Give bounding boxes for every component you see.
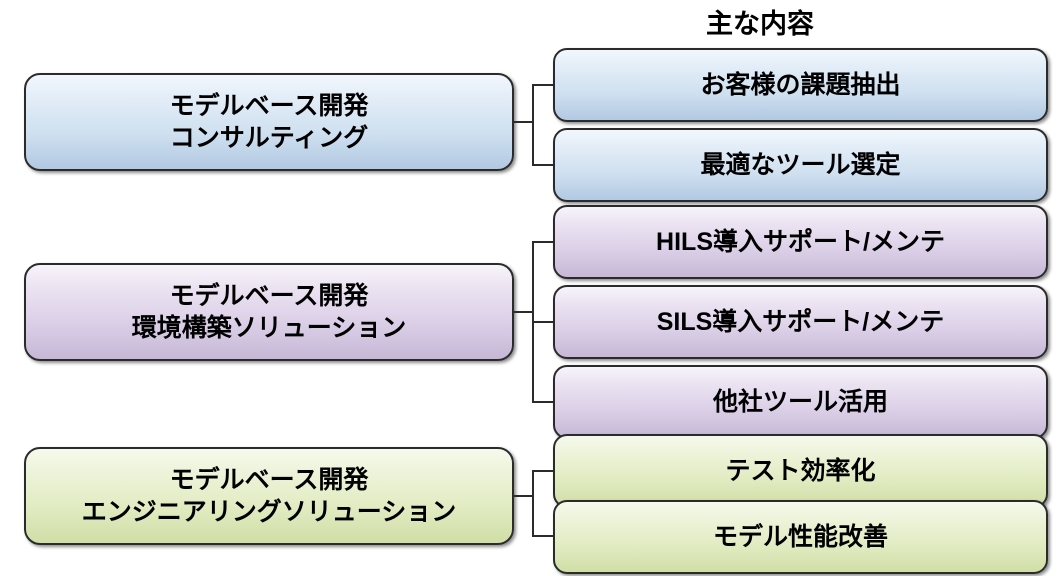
connector-branch-engineering-2: [532, 535, 555, 537]
connector-stub-engineering: [513, 495, 534, 497]
connector-branch-consulting-1: [532, 84, 555, 86]
category-label-engineering: モデルベース開発 エンジニアリングソリューション: [81, 466, 457, 526]
connector-branch-consulting-2: [532, 164, 555, 166]
page-title: 主な内容: [706, 9, 814, 39]
detail-box-consulting-1[interactable]: お客様の課題抽出: [553, 48, 1048, 122]
category-label-environment: モデルベース開発 環境構築ソリューション: [131, 282, 407, 342]
detail-label-environment-2: SILS導入サポート/メンテ: [656, 308, 945, 336]
connector-stub-consulting: [513, 121, 534, 123]
detail-box-environment-3[interactable]: 他社ツール活用: [553, 365, 1048, 439]
detail-box-engineering-1[interactable]: テスト効率化: [553, 434, 1048, 508]
detail-label-consulting-1: お客様の課題抽出: [700, 71, 901, 99]
detail-label-consulting-2: 最適なツール選定: [700, 151, 901, 179]
detail-label-engineering-2: モデル性能改善: [712, 523, 888, 551]
connector-stub-environment: [513, 311, 534, 313]
detail-box-environment-1[interactable]: HILS導入サポート/メンテ: [553, 205, 1048, 279]
category-label-consulting: モデルベース開発 コンサルティング: [169, 92, 369, 152]
connector-branch-environment-1: [532, 241, 555, 243]
detail-label-environment-3: 他社ツール活用: [712, 388, 888, 416]
category-box-environment[interactable]: モデルベース開発 環境構築ソリューション: [24, 263, 514, 361]
connector-spine-consulting: [532, 85, 534, 165]
connector-branch-engineering-1: [532, 470, 555, 472]
detail-label-environment-1: HILS導入サポート/メンテ: [656, 228, 945, 256]
detail-label-engineering-1: テスト効率化: [725, 457, 876, 485]
detail-box-engineering-2[interactable]: モデル性能改善: [553, 500, 1048, 574]
category-box-engineering[interactable]: モデルベース開発 エンジニアリングソリューション: [24, 447, 514, 545]
connector-branch-environment-3: [532, 401, 555, 403]
connector-branch-environment-2: [532, 321, 555, 323]
detail-box-environment-2[interactable]: SILS導入サポート/メンテ: [553, 285, 1048, 359]
detail-box-consulting-2[interactable]: 最適なツール選定: [553, 128, 1048, 202]
connector-spine-engineering: [532, 470, 534, 537]
category-box-consulting[interactable]: モデルベース開発 コンサルティング: [24, 73, 514, 171]
